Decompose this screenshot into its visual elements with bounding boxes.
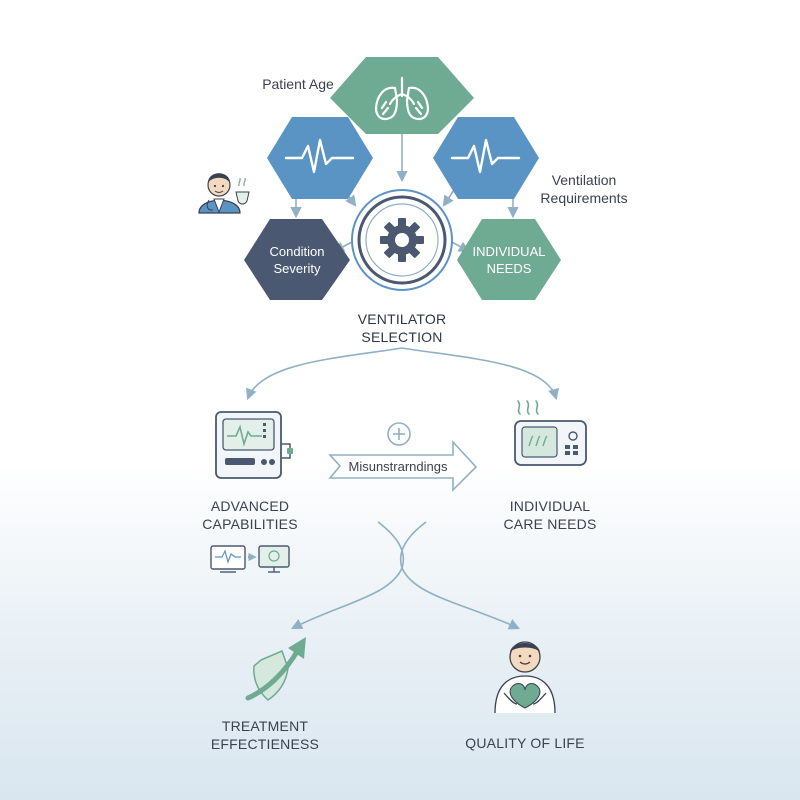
small-monitors-icon — [210, 545, 290, 573]
humidifier-icon — [514, 400, 587, 466]
heartbeat-hexagon-left — [267, 117, 373, 199]
person-heart-icon — [494, 641, 556, 714]
condition-severity-hexagon — [244, 219, 350, 300]
advanced-capabilities-label: ADVANCED CAPABILITIES — [202, 498, 298, 532]
gear-icon — [380, 218, 424, 262]
ventilator-selection-label: VENTILATOR SELECTION — [357, 311, 447, 345]
outcome-arrows — [291, 521, 521, 630]
shield-arrow-icon — [245, 637, 306, 701]
ventilator-monitor-icon — [215, 411, 293, 479]
patient-age-label: Patient Age — [262, 76, 334, 92]
condition-severity-label: Condition Severity — [269, 244, 325, 276]
quality-of-life-label: QUALITY OF LIFE — [465, 735, 585, 751]
treatment-effectiveness-label: TREATMENT EFFECTIENESS — [210, 718, 320, 752]
heartbeat-icon — [284, 138, 355, 174]
misunderstandings-arrow — [328, 439, 478, 492]
lungs-icon — [374, 76, 430, 121]
ventilation-requirements-label: Ventilation Requirements — [540, 172, 628, 206]
split-arrows — [246, 347, 559, 401]
doctor-icon — [198, 173, 250, 214]
misunderstandings-label: Misunstrarndings — [348, 459, 448, 474]
plus-icon — [387, 422, 411, 446]
individual-needs-hexagon — [457, 219, 561, 300]
heartbeat-hexagon-right — [433, 117, 539, 199]
heartbeat-icon — [450, 138, 521, 174]
individual-needs-label: INDIVIDUAL NEEDS — [472, 244, 546, 276]
individual-care-needs-label: INDIVIDUAL CARE NEEDS — [503, 498, 597, 532]
